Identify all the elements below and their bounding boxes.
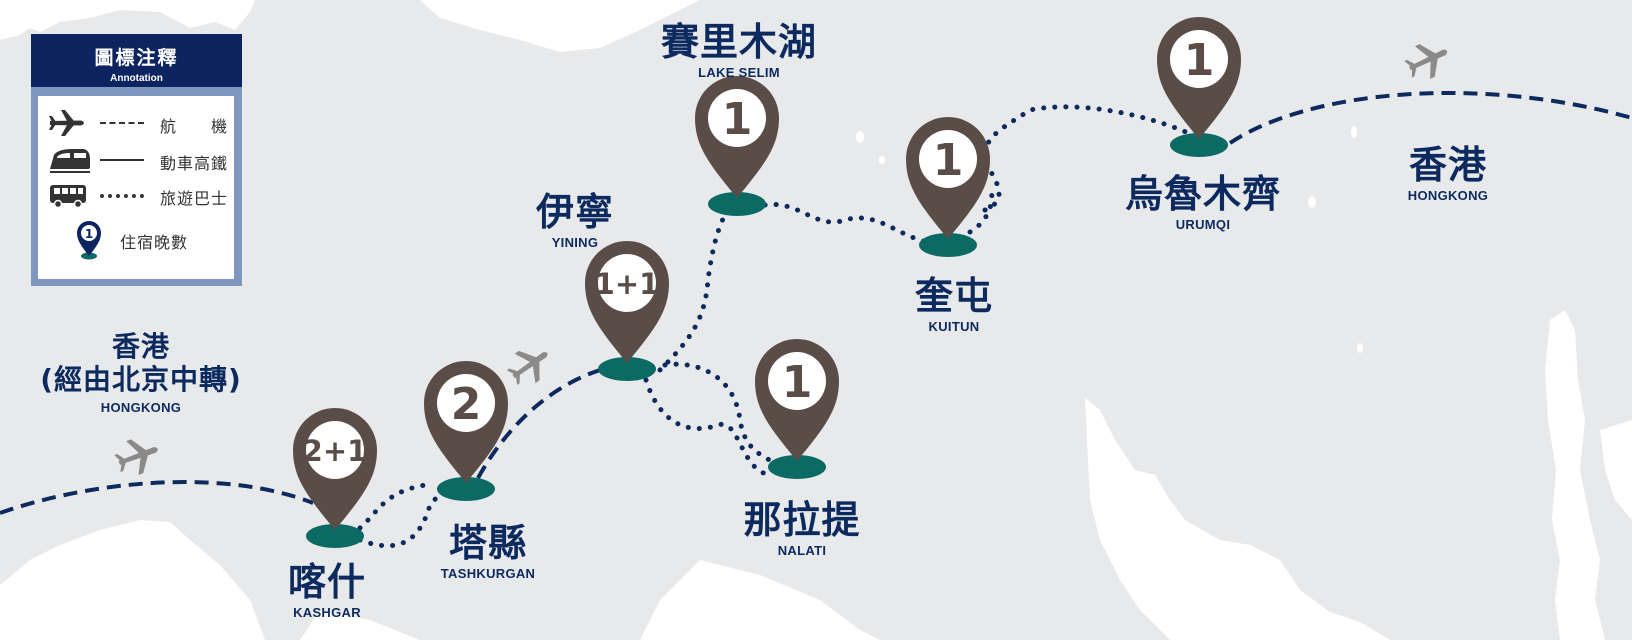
pin-base <box>306 524 364 548</box>
legend-pin-value: 1 <box>85 227 93 241</box>
place-name-en: HONGKONG <box>1407 188 1489 203</box>
pin-yining[interactable]: 1+1 <box>585 241 669 381</box>
bus-route-kashgar-tashkurgan-b <box>357 485 448 549</box>
place-label-kuitun: 奎屯 KUITUN <box>915 277 993 333</box>
place-label-lake-selim: 賽里木湖 LAKE SELIM <box>661 23 817 79</box>
bus-route-yining-nalati-b <box>643 377 773 478</box>
legend-item-train: 動車高鐵 <box>38 145 234 175</box>
legend-label: 旅遊巴士 <box>160 189 229 208</box>
pin-base <box>708 192 766 216</box>
bus-route-yining-selim <box>657 207 731 373</box>
place-name-zh: 喀什 <box>287 560 367 604</box>
place-label-nalati: 那拉提 NALATI <box>743 501 860 557</box>
legend-subtitle: Annotation <box>110 73 163 84</box>
place-name-zh: 奎屯 <box>914 274 994 318</box>
pin-nights: 2+1 <box>303 434 368 468</box>
pin-nights: 2 <box>451 379 482 430</box>
pin-base <box>768 455 826 479</box>
place-name-zh: 賽里木湖 <box>660 20 818 64</box>
legend-item-nights: 1 住宿晚數 <box>38 218 234 262</box>
place-label-hongkong-end: 香港 HONGKONG <box>1408 146 1488 202</box>
place-name-en: YINING <box>551 235 599 250</box>
plane-icon <box>49 110 84 136</box>
pin-kashgar[interactable]: 2+1 <box>293 408 377 548</box>
place-label-kashgar: 喀什 KASHGAR <box>288 563 366 619</box>
legend-item-bus: 旅遊巴士 <box>38 180 234 210</box>
pin-lake-selim[interactable]: 1 <box>695 76 779 216</box>
place-name-zh: 那拉提 <box>743 498 861 542</box>
bus-icon <box>50 185 86 209</box>
bus-route-kuitun-urumqi <box>982 104 1198 213</box>
pin-base <box>437 477 495 501</box>
place-label-urumqi: 烏魯木齊 URUMQI <box>1125 175 1281 231</box>
pin-tashkurgan[interactable]: 2 <box>424 361 508 501</box>
pin-base <box>598 357 656 381</box>
place-name-en: TASHKURGAN <box>440 566 536 581</box>
flight-route-hongkong-kashgar <box>0 480 314 515</box>
place-name-zh: 塔縣 <box>448 521 528 565</box>
pin-base <box>1170 133 1228 157</box>
pin-nights: 1 <box>722 94 753 145</box>
legend-label: 航 機 <box>160 117 229 136</box>
pins-layer: 2+1 2 1+1 1 <box>293 17 1241 548</box>
place-name-en: URUMQI <box>1175 217 1231 232</box>
legend-line-solid <box>100 159 144 161</box>
legend-header: 圖標注釋 Annotation <box>31 34 242 87</box>
legend-line-dotted <box>100 194 144 198</box>
plane-icon <box>1404 44 1448 79</box>
place-name-zh: 香港 (經由北京中轉) <box>40 330 242 397</box>
plane-icon <box>114 439 159 475</box>
place-label-hongkong-start: 香港 (經由北京中轉) HONGKONG <box>40 330 242 414</box>
legend-body: 航 機 動車高鐵 <box>38 96 234 279</box>
pin-base <box>919 233 977 257</box>
place-name-en: LAKE SELIM <box>698 65 780 80</box>
flight-route-tashkurgan-yining <box>476 364 616 479</box>
legend-title: 圖標注釋 <box>94 47 179 69</box>
place-name-zh: 烏魯木齊 <box>1124 172 1282 216</box>
legend-line-dashed <box>100 122 144 124</box>
legend-label: 住宿晚數 <box>120 233 189 252</box>
flight-route-urumqi-hongkong <box>1228 91 1632 145</box>
legend-panel: 圖標注釋 Annotation 航 機 <box>31 34 242 286</box>
pin-nights: 1 <box>1184 35 1215 86</box>
pin-urumqi[interactable]: 1 <box>1157 17 1241 157</box>
place-name-en: HONGKONG <box>100 400 182 416</box>
place-name-zh: 伊寧 <box>535 190 615 234</box>
pin-nights: 1 <box>782 357 813 408</box>
routes <box>0 91 1632 549</box>
place-name-zh: 香港 <box>1408 143 1487 187</box>
pin-nights: 1 <box>933 135 964 186</box>
map-pin-icon: 1 <box>77 221 101 260</box>
pin-kuitun[interactable]: 1 <box>906 117 990 257</box>
train-icon <box>50 149 90 173</box>
place-name-en: KASHGAR <box>293 605 361 620</box>
legend-item-flight: 航 機 <box>38 108 234 138</box>
legend-label: 動車高鐵 <box>160 154 229 173</box>
place-name-en: KUITUN <box>928 319 980 334</box>
place-name-en: NALATI <box>777 543 827 558</box>
plane-icon <box>506 350 548 385</box>
place-label-yining: 伊寧 YINING <box>536 193 614 249</box>
place-label-tashkurgan: 塔縣 TASHKURGAN <box>441 524 535 580</box>
pin-nights: 1+1 <box>595 267 660 301</box>
pin-nalati[interactable]: 1 <box>755 339 839 479</box>
